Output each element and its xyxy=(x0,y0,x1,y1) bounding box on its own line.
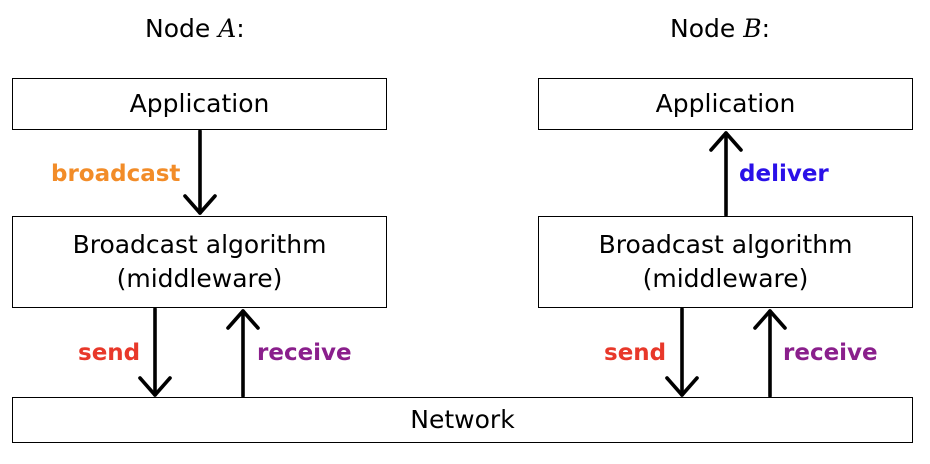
broadcast-label: broadcast xyxy=(51,161,181,187)
deliver-label: deliver xyxy=(739,161,829,187)
node-b-broadcast-line1: Broadcast algorithm xyxy=(598,230,853,259)
node-a-prefix: Node xyxy=(145,14,211,43)
node-a-broadcast-line1: Broadcast algorithm xyxy=(72,230,327,259)
node-a-broadcast-arrow xyxy=(183,129,217,215)
node-b-deliver-arrow xyxy=(709,131,743,217)
node-a-broadcast-line2: (middleware) xyxy=(116,264,283,293)
node-a-title: Node A: xyxy=(145,14,245,44)
node-b-send-arrow xyxy=(665,307,699,397)
network-box: Network xyxy=(12,397,913,443)
node-a-send-arrow xyxy=(138,307,172,397)
node-a-receive-label: receive xyxy=(257,340,352,366)
node-a-receive-arrow xyxy=(226,309,260,398)
node-b-application-box: Application xyxy=(538,78,913,130)
node-a-send-label: send xyxy=(78,340,141,366)
node-a-var: A xyxy=(218,14,237,43)
node-b-broadcast-box: Broadcast algorithm (middleware) xyxy=(538,216,913,308)
node-b-suffix: : xyxy=(761,14,771,43)
node-b-broadcast-line2: (middleware) xyxy=(642,264,809,293)
node-a-suffix: : xyxy=(236,14,245,43)
network-label: Network xyxy=(410,405,515,434)
node-b-prefix: Node xyxy=(670,14,736,43)
node-b-title: Node B: xyxy=(670,14,770,44)
node-b-send-label: send xyxy=(604,340,667,366)
node-b-application-label: Application xyxy=(655,89,796,118)
node-b-receive-label: receive xyxy=(783,340,878,366)
node-a-broadcast-box: Broadcast algorithm (middleware) xyxy=(12,216,387,308)
node-b-receive-arrow xyxy=(753,309,787,398)
node-a-application-label: Application xyxy=(129,89,270,118)
node-b-var: B xyxy=(743,14,762,43)
